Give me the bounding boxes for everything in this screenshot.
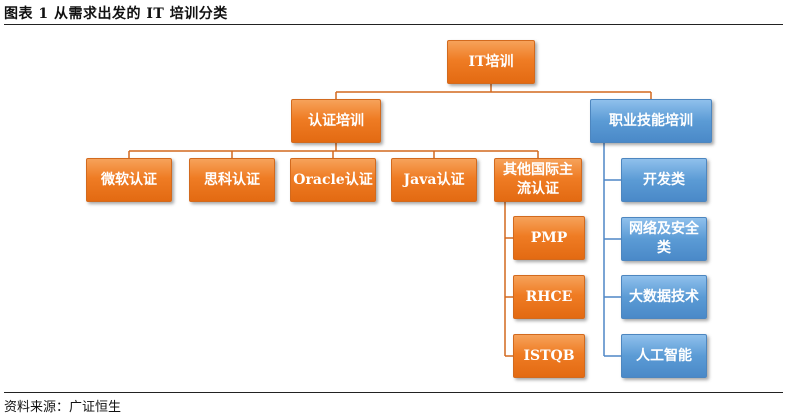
node-vocational-skill-training: 职业技能培训 <box>590 99 712 143</box>
node-cert-microsoft: 微软认证 <box>86 158 172 202</box>
node-cert-rhce: RHCE <box>513 275 585 319</box>
node-skill-ai: 人工智能 <box>621 334 707 378</box>
node-cert-oracle: Oracle认证 <box>290 158 376 202</box>
node-skill-development: 开发类 <box>621 158 707 202</box>
node-cert-pmp: PMP <box>513 216 585 260</box>
node-cert-java: Java认证 <box>391 158 477 202</box>
figure-caption: 图表 1 从需求出发的 IT 培训分类 <box>4 6 228 22</box>
source-note: 资料来源：广证恒生 <box>4 400 122 415</box>
node-cert-other-international: 其他国际主流认证 <box>494 158 582 202</box>
node-it-training: IT培训 <box>447 40 535 84</box>
node-cert-cisco: 思科认证 <box>189 158 275 202</box>
node-skill-network-security: 网络及安全类 <box>621 217 707 261</box>
top-rule <box>4 24 783 25</box>
node-certification-training: 认证培训 <box>291 99 381 143</box>
node-cert-istqb: ISTQB <box>513 334 585 378</box>
node-skill-big-data: 大数据技术 <box>621 275 707 319</box>
bottom-rule <box>4 392 783 393</box>
